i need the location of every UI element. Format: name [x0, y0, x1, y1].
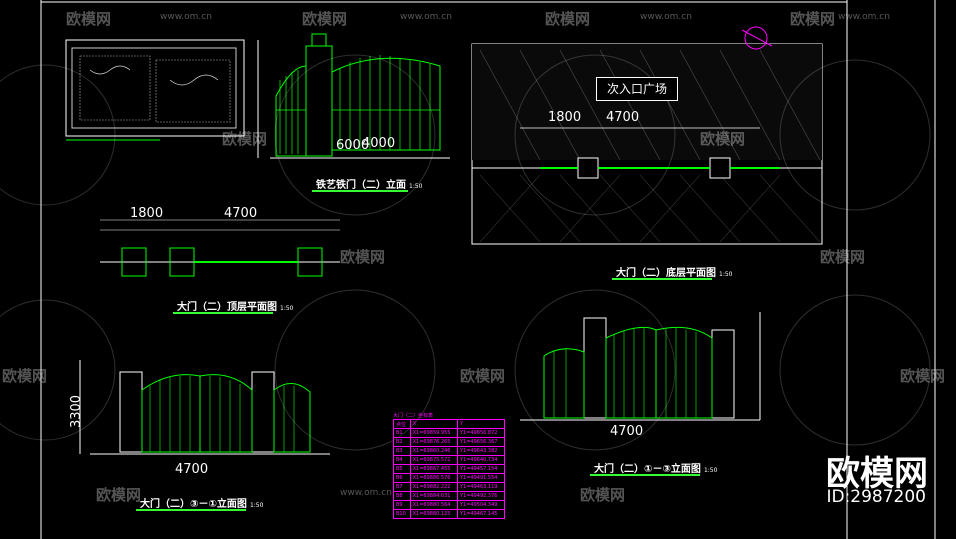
- dimension-label: 4000: [362, 136, 396, 151]
- elevation-3-1: [79, 360, 330, 455]
- watermark-brand: 欧模网: [302, 10, 348, 28]
- watermark-url: www.om.cn: [838, 12, 890, 22]
- watermark-url: www.om.cn: [340, 488, 392, 498]
- dimension-label: 6000: [336, 138, 370, 153]
- dimension-label: 4700: [175, 462, 209, 477]
- table-cell: X1=69859.955: [409, 428, 459, 438]
- table-cell: 点位: [393, 419, 411, 429]
- table-cell: Y1=49656.367: [457, 437, 505, 447]
- table-cell: B2: [393, 437, 411, 447]
- watermark-brand: 欧模网: [580, 486, 626, 504]
- table-cell: X1=69884.031: [409, 491, 459, 501]
- table-cell: X1=69867.455: [409, 464, 459, 474]
- title-underline: [312, 190, 408, 192]
- watermark-brand: 欧模网: [66, 10, 112, 28]
- brand-id: ID:2987200: [826, 487, 926, 507]
- table-cell: X1=69880.564: [409, 500, 459, 510]
- dimension-label: 4700: [606, 110, 640, 125]
- table-cell: B3: [393, 446, 411, 456]
- watermark-brand: 欧模网: [460, 367, 506, 385]
- table-cell: X1=69886.576: [409, 473, 459, 483]
- table-cell: Y1=49656.872: [457, 428, 505, 438]
- watermark-brand: 欧模网: [340, 248, 386, 266]
- table-cell: X1=69860.246: [409, 446, 459, 456]
- table-cell: B10: [393, 509, 411, 519]
- table-cell: B1: [393, 428, 411, 438]
- table-cell: Y1=49491.554: [457, 473, 505, 483]
- watermark-brand: 欧模网: [2, 367, 48, 385]
- table-cell: X1=69876.265: [409, 437, 459, 447]
- watermark-url: www.om.cn: [160, 12, 212, 22]
- watermark-brand: 欧模网: [96, 486, 142, 504]
- table-cell: B4: [393, 455, 411, 465]
- table-cell: X1=69880.125: [409, 509, 459, 519]
- table-cell: Y1=49492.376: [457, 491, 505, 501]
- watermark-brand: 欧模网: [820, 248, 866, 266]
- dimension-label: 1800: [130, 206, 164, 221]
- watermark-brand: 欧模网: [900, 367, 946, 385]
- dimension-label: 4700: [224, 206, 258, 221]
- table-cell: Y1=49643.382: [457, 446, 505, 456]
- table-cell: Y1=49640.734: [457, 455, 505, 465]
- table-cell: B8: [393, 491, 411, 501]
- table-cell: Y1=49457.154: [457, 464, 505, 474]
- table-cell: B6: [393, 473, 411, 483]
- dimension-label: 3300: [69, 394, 85, 429]
- table-title: 大门（二）坐标表: [393, 413, 434, 419]
- elevation-1-3: [520, 312, 761, 421]
- site-plan-thumbnail: [65, 39, 245, 141]
- watermark-brand: 欧模网: [222, 130, 268, 148]
- table-cell: X: [409, 419, 459, 429]
- table-cell: Y: [457, 419, 505, 429]
- table-cell: B7: [393, 482, 411, 492]
- plaza-label: 次入口广场: [596, 77, 678, 101]
- title-underline: [612, 278, 712, 280]
- watermark-url: www.om.cn: [640, 12, 692, 22]
- watermark-brand: 欧模网: [700, 130, 746, 148]
- title-underline: [173, 312, 273, 314]
- dimension-label: 1800: [548, 110, 582, 125]
- title-underline: [590, 474, 700, 476]
- iron-gate-elevation: [257, 33, 450, 159]
- table-cell: Y1=49504.349: [457, 500, 505, 510]
- table-cell: Y1=49467.145: [457, 509, 505, 519]
- dimension-label: 4700: [610, 424, 644, 439]
- watermark-brand: 欧模网: [790, 10, 836, 28]
- title-underline: [136, 509, 246, 511]
- watermark-url: www.om.cn: [400, 12, 452, 22]
- watermark-brand: 欧模网: [545, 10, 591, 28]
- brand-logo-text: 欧模网: [826, 454, 928, 494]
- table-cell: Y1=49463.119: [457, 482, 505, 492]
- table-cell: X1=69875.572: [409, 455, 459, 465]
- ground-floor-plan: [471, 26, 823, 245]
- top-floor-plan: [100, 219, 340, 277]
- table-cell: B9: [393, 500, 411, 510]
- table-cell: B5: [393, 464, 411, 474]
- table-cell: X1=69882.222: [409, 482, 459, 492]
